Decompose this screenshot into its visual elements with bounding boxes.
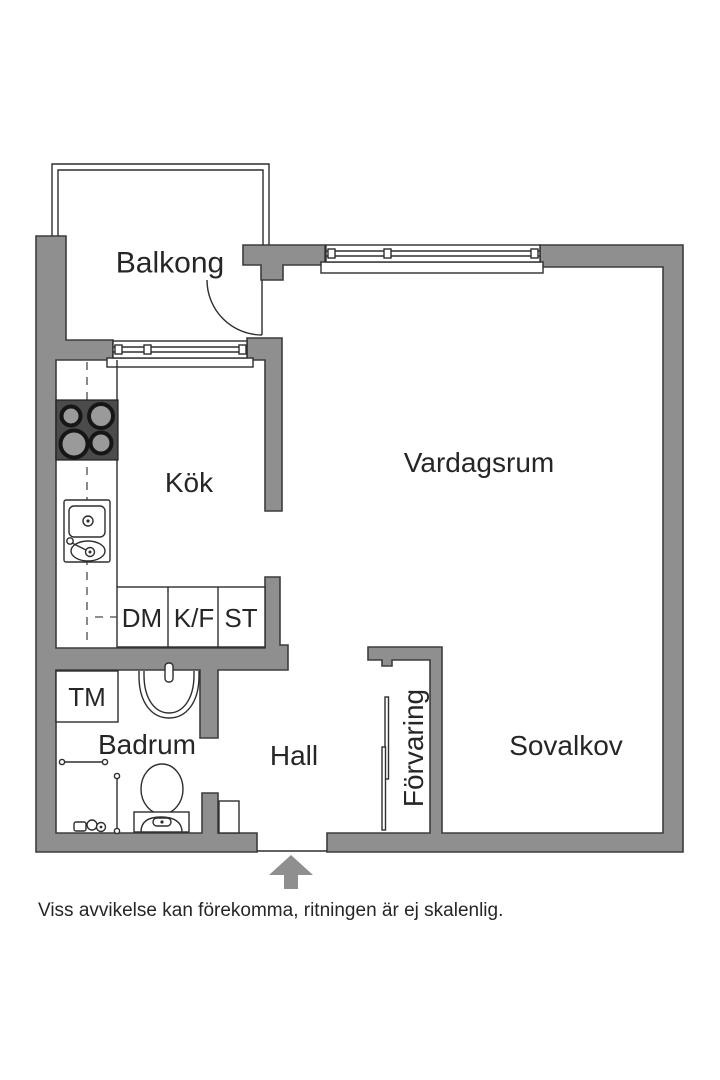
window-post — [114, 344, 123, 355]
faucet-dot — [88, 550, 92, 554]
balcony-railing-inner — [57, 169, 264, 245]
entrance-arrow-icon — [269, 855, 313, 889]
window-sill — [320, 261, 544, 274]
rail-end — [101, 758, 109, 766]
window-mullion — [383, 248, 392, 259]
rail-end — [58, 758, 66, 766]
floor-drain-fittings — [73, 819, 107, 833]
window-sill — [106, 357, 254, 368]
washing-machine-outline — [55, 670, 119, 723]
room-label-kitchen: Kök — [165, 467, 214, 498]
window-mullion — [143, 344, 152, 355]
burner — [88, 430, 114, 456]
room-label-balcony: Balkong — [116, 247, 224, 280]
sliding-door-panel — [381, 746, 387, 831]
appliance-label-fridge-freezer: K/F — [174, 603, 214, 633]
disclaimer-caption: Viss avvikelse kan förekomma, ritningen … — [38, 900, 503, 921]
sink-faucet — [164, 662, 174, 683]
drain-item — [86, 819, 98, 831]
room-label-bathroom: Badrum — [98, 729, 196, 760]
stove-icon — [55, 399, 119, 461]
bathroom-sink-icon — [138, 662, 200, 719]
toilet-icon — [133, 763, 190, 833]
sink-inner — [143, 671, 195, 714]
toilet-bowl — [140, 763, 184, 815]
room-label-storage: Förvaring — [398, 689, 429, 807]
drain-item — [73, 821, 87, 832]
faucet-handle — [66, 537, 74, 545]
sliding-door-panel — [384, 696, 390, 780]
kitchen-window — [106, 340, 254, 368]
entrance-shaft-box — [218, 800, 240, 834]
storage-sliding-doors — [381, 696, 390, 831]
toilet-tank-curve — [140, 816, 183, 833]
kitchen-sink-icon — [63, 499, 111, 563]
door-swing-arc — [206, 279, 263, 336]
balcony-railing-outer — [51, 163, 270, 245]
rail-end — [113, 827, 121, 835]
rail-end — [113, 772, 121, 780]
sink-drain-dot — [86, 519, 90, 523]
balcony-railing — [51, 163, 270, 245]
appliance-label-tall-cabinet: ST — [224, 603, 257, 633]
window-post — [530, 248, 539, 259]
living-room-window — [320, 244, 544, 274]
appliance-label-washing-machine: TM — [68, 682, 106, 712]
room-label-hall: Hall — [270, 740, 318, 771]
window-post — [238, 344, 247, 355]
wall-west-section — [35, 235, 289, 853]
burner — [58, 428, 90, 460]
wall-balcony-door-pier — [242, 244, 326, 281]
balcony-door — [206, 279, 263, 336]
burner — [59, 404, 83, 428]
window-post — [327, 248, 336, 259]
appliance-label-dishwasher: DM — [122, 603, 162, 633]
kitchen-counter — [86, 360, 266, 648]
drain-dot — [99, 825, 103, 829]
toilet-flush-dot — [160, 820, 164, 824]
washing-machine-box — [55, 670, 119, 723]
appliance-row — [116, 586, 266, 648]
room-label-living-room: Vardagsrum — [404, 447, 554, 478]
shower-rails — [58, 758, 121, 835]
room-label-sleeping-alcove: Sovalkov — [509, 730, 623, 761]
burner — [87, 402, 115, 430]
wall-east-section — [326, 244, 684, 853]
window-frame — [325, 244, 541, 263]
window-frame — [112, 340, 248, 359]
walls — [35, 235, 684, 853]
